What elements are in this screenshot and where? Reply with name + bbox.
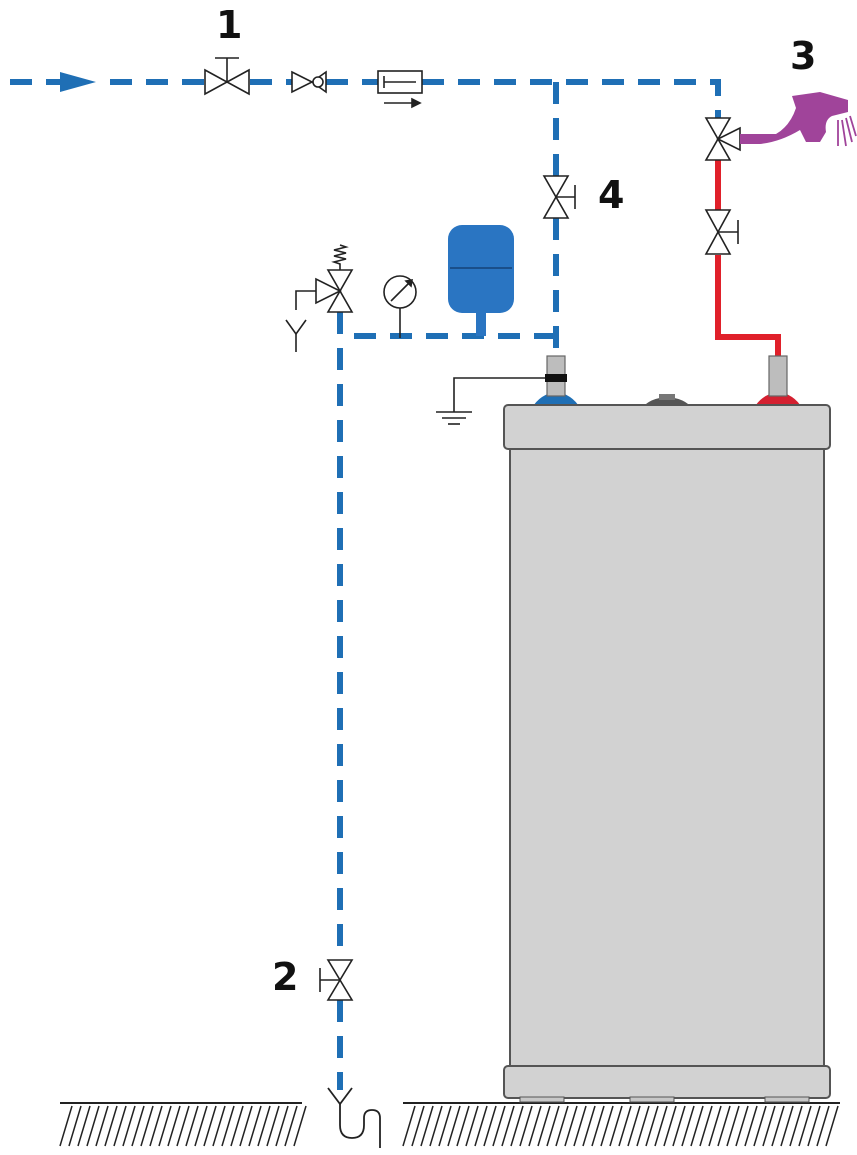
floor-hatch-line [95,1105,109,1147]
floor-hatch-line [717,1105,731,1147]
floor-hatch-line [402,1105,416,1147]
floor-hatch-line [420,1105,434,1147]
drain-siphon-icon [327,1087,381,1148]
hot-shutoff-valve [704,209,739,255]
floor-hatch-line [555,1105,569,1147]
floor-hatch-line [248,1105,262,1147]
floor-hatch-line [564,1105,578,1147]
floor-hatch-line [663,1105,677,1147]
faucet-icon [740,92,857,147]
floor-hatch-line [113,1105,127,1147]
shutoff-valve-4 [542,175,576,219]
floor-hatch-line [411,1105,425,1147]
floor-hatch-line [618,1105,632,1147]
floor-hatch-line [645,1105,659,1147]
floor-hatch-line [456,1105,470,1147]
floor-hatch-line [501,1105,515,1147]
floor-hatch-line [537,1105,551,1147]
floor-hatch-line [726,1105,740,1147]
flow-direction-arrow-icon [60,72,96,92]
label-3: 3 [790,34,817,78]
floor-hatch-line [167,1105,181,1147]
check-valve-icon [291,70,327,94]
floor-right [402,1102,840,1147]
floor-hatch-line [429,1105,443,1147]
floor-hatch-line [194,1105,208,1147]
floor-hatch-line [149,1105,163,1147]
pressure-gauge-icon [383,275,417,338]
shutoff-valve-1 [204,57,250,96]
floor-hatch-line [293,1105,307,1147]
safety-valve-icon [285,244,354,352]
filter-icon [377,70,423,109]
floor-hatch-line [185,1105,199,1147]
label-4: 4 [598,173,625,217]
floor-hatch-line [465,1105,479,1147]
drain-valve-2 [319,959,354,1001]
floor-hatch-line [257,1105,271,1147]
floor-hatch-line [780,1105,794,1147]
floor-hatch-line [483,1105,497,1147]
floor-hatch-line [816,1105,830,1147]
floor-hatch-line [789,1105,803,1147]
cold-water-supply-line [10,79,721,1090]
floor-hatch-line [528,1105,542,1147]
floor-hatch-line [212,1105,226,1147]
floor-hatch-line [546,1105,560,1147]
floor-hatch-line [140,1105,154,1147]
floor-hatch-line [654,1105,668,1147]
floor-hatch-line [104,1105,118,1147]
floor-hatch-line [699,1105,713,1147]
label-2: 2 [272,955,299,999]
floor-hatch-line [735,1105,749,1147]
floor-hatch-line [627,1105,641,1147]
floor-hatch-line [131,1105,145,1147]
floor-hatch-line [239,1105,253,1147]
floor-hatch-line [744,1105,758,1147]
floor-hatch-line [176,1105,190,1147]
floor-hatch-line [59,1105,73,1147]
floor-hatch-line [158,1105,172,1147]
floor-hatch-line [672,1105,686,1147]
floor-hatch-line [573,1105,587,1147]
floor-hatch-line [807,1105,821,1147]
floor-hatch-line [474,1105,488,1147]
floor-hatch-line [825,1105,839,1147]
floor-hatch-line [519,1105,533,1147]
floor-hatch-line [771,1105,785,1147]
floor-hatch-line [68,1105,82,1147]
floor-hatch-line [609,1105,623,1147]
floor-hatch-line [753,1105,767,1147]
floor-hatch-line [636,1105,650,1147]
floor-hatch-line [798,1105,812,1147]
water-heater-tank [503,355,831,1103]
floor-hatch-line [221,1105,235,1147]
floor-hatch-line [284,1105,298,1147]
floor-hatch-line [492,1105,506,1147]
floor-hatch-line [86,1105,100,1147]
floor-hatch-line [681,1105,695,1147]
floor-hatch-line [447,1105,461,1147]
floor-hatch-line [230,1105,244,1147]
floor-hatch-line [690,1105,704,1147]
floor-hatch-line [203,1105,217,1147]
mixing-valve-icon [704,117,741,161]
floor-hatch-line [275,1105,289,1147]
floor-hatch-line [708,1105,722,1147]
floor-hatch-line [582,1105,596,1147]
label-1: 1 [216,3,243,47]
floor-left [59,1102,307,1147]
floor-hatch-line [510,1105,524,1147]
floor-hatch-line [600,1105,614,1147]
ground-symbol-icon [436,377,546,425]
floor-hatch-line [122,1105,136,1147]
floor-hatch-line [591,1105,605,1147]
floor-hatch-line [438,1105,452,1147]
hot-water-outlet-line [715,160,781,360]
floor-hatch-line [77,1105,91,1147]
expansion-vessel [448,225,514,336]
floor-hatch-line [762,1105,776,1147]
floor-hatch-line [266,1105,280,1147]
